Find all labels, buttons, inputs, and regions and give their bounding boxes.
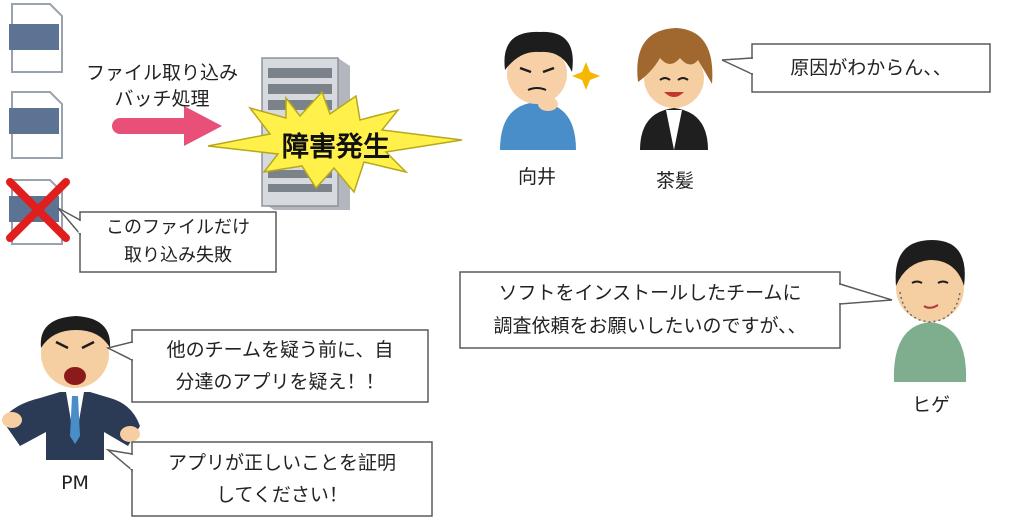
hige-speech-box (459, 271, 841, 349)
pm-speech-2-text: アプリが正しいことを証明 してください！ (132, 447, 432, 511)
failed-note-line-1: このファイルだけ (106, 217, 250, 238)
burst-shape (207, 90, 463, 194)
failed-note-box (79, 211, 277, 273)
name-hige: ヒゲ (911, 394, 950, 416)
pm-speech-box-2 (131, 441, 433, 517)
failed-note-line-2: 取り込み失敗 (124, 245, 232, 266)
name-pm: PM (61, 472, 89, 494)
pm-person (2, 316, 140, 460)
pm-speech-1-text: 他のチームを疑う前に、自 分達のアプリを疑え！！ (132, 334, 428, 398)
name-mukai: 向井 (517, 166, 556, 188)
pm-speech-1-line-1: 他のチームを疑う前に、自 (166, 339, 394, 361)
arrow-icon (112, 106, 222, 146)
pm-speech-box-1 (131, 329, 429, 403)
sparkle-icon (572, 62, 600, 90)
hige-speech-line-1: ソフトをインストールしたチームに (498, 282, 802, 304)
batch-label-line-2: バッチ処理 (114, 88, 210, 110)
chapatsu-person (637, 28, 713, 150)
failed-note-text: このファイルだけ 取り込み失敗 (80, 212, 276, 270)
chapatsu-speech-text: 原因がわからん、、 (790, 57, 952, 79)
name-chapatsu: 茶髪 (655, 170, 694, 192)
pm-speech-2-line-2: してください！ (216, 484, 348, 506)
hige-speech-line-2: 調査依頼をお願いしたいのですが、、 (493, 315, 807, 337)
pm-speech-2-line-1: アプリが正しいことを証明 (167, 452, 396, 474)
pm-speech-1-line-2: 分達のアプリを疑え！！ (175, 371, 385, 393)
document-icon (9, 91, 63, 159)
cross-icon (6, 178, 70, 242)
hige-speech-text: ソフトをインストールしたチームに 調査依頼をお願いしたいのですが、、 (460, 277, 840, 343)
incident-label: 障害発生 (282, 132, 390, 163)
batch-label: ファイル取り込み バッチ処理 (72, 60, 252, 112)
hige-person (893, 240, 967, 382)
batch-label-line-1: ファイル取り込み (85, 62, 238, 84)
mukai-person (500, 31, 576, 150)
document-icon (9, 3, 63, 73)
